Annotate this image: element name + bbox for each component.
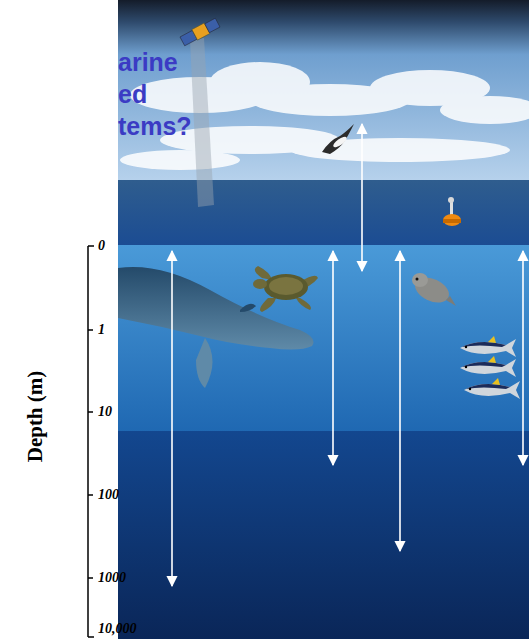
axis-title: Depth (m) <box>24 370 49 462</box>
sea-turtle <box>253 266 318 312</box>
sky <box>118 0 529 182</box>
tick-label: 100 <box>98 487 119 503</box>
tick-label: 1000 <box>98 570 126 586</box>
humpback-whale <box>118 267 314 388</box>
satellite <box>180 17 221 46</box>
buoy <box>443 197 461 226</box>
tick-label: 1 <box>98 322 105 338</box>
tick-label: 10,000 <box>98 621 137 637</box>
tick-label: 0 <box>98 238 105 254</box>
deep-ocean <box>118 431 529 639</box>
satellite-beam <box>190 38 214 207</box>
upper-ocean <box>118 245 529 432</box>
depth-range-arrows <box>172 124 523 586</box>
seal <box>411 272 456 307</box>
sea-surface <box>118 180 529 246</box>
slide-title: arine ed tems? <box>118 46 198 142</box>
albatross <box>322 124 354 154</box>
tick-label: 10 <box>98 404 112 420</box>
tuna-school <box>460 336 520 399</box>
depth-axis <box>88 246 94 637</box>
